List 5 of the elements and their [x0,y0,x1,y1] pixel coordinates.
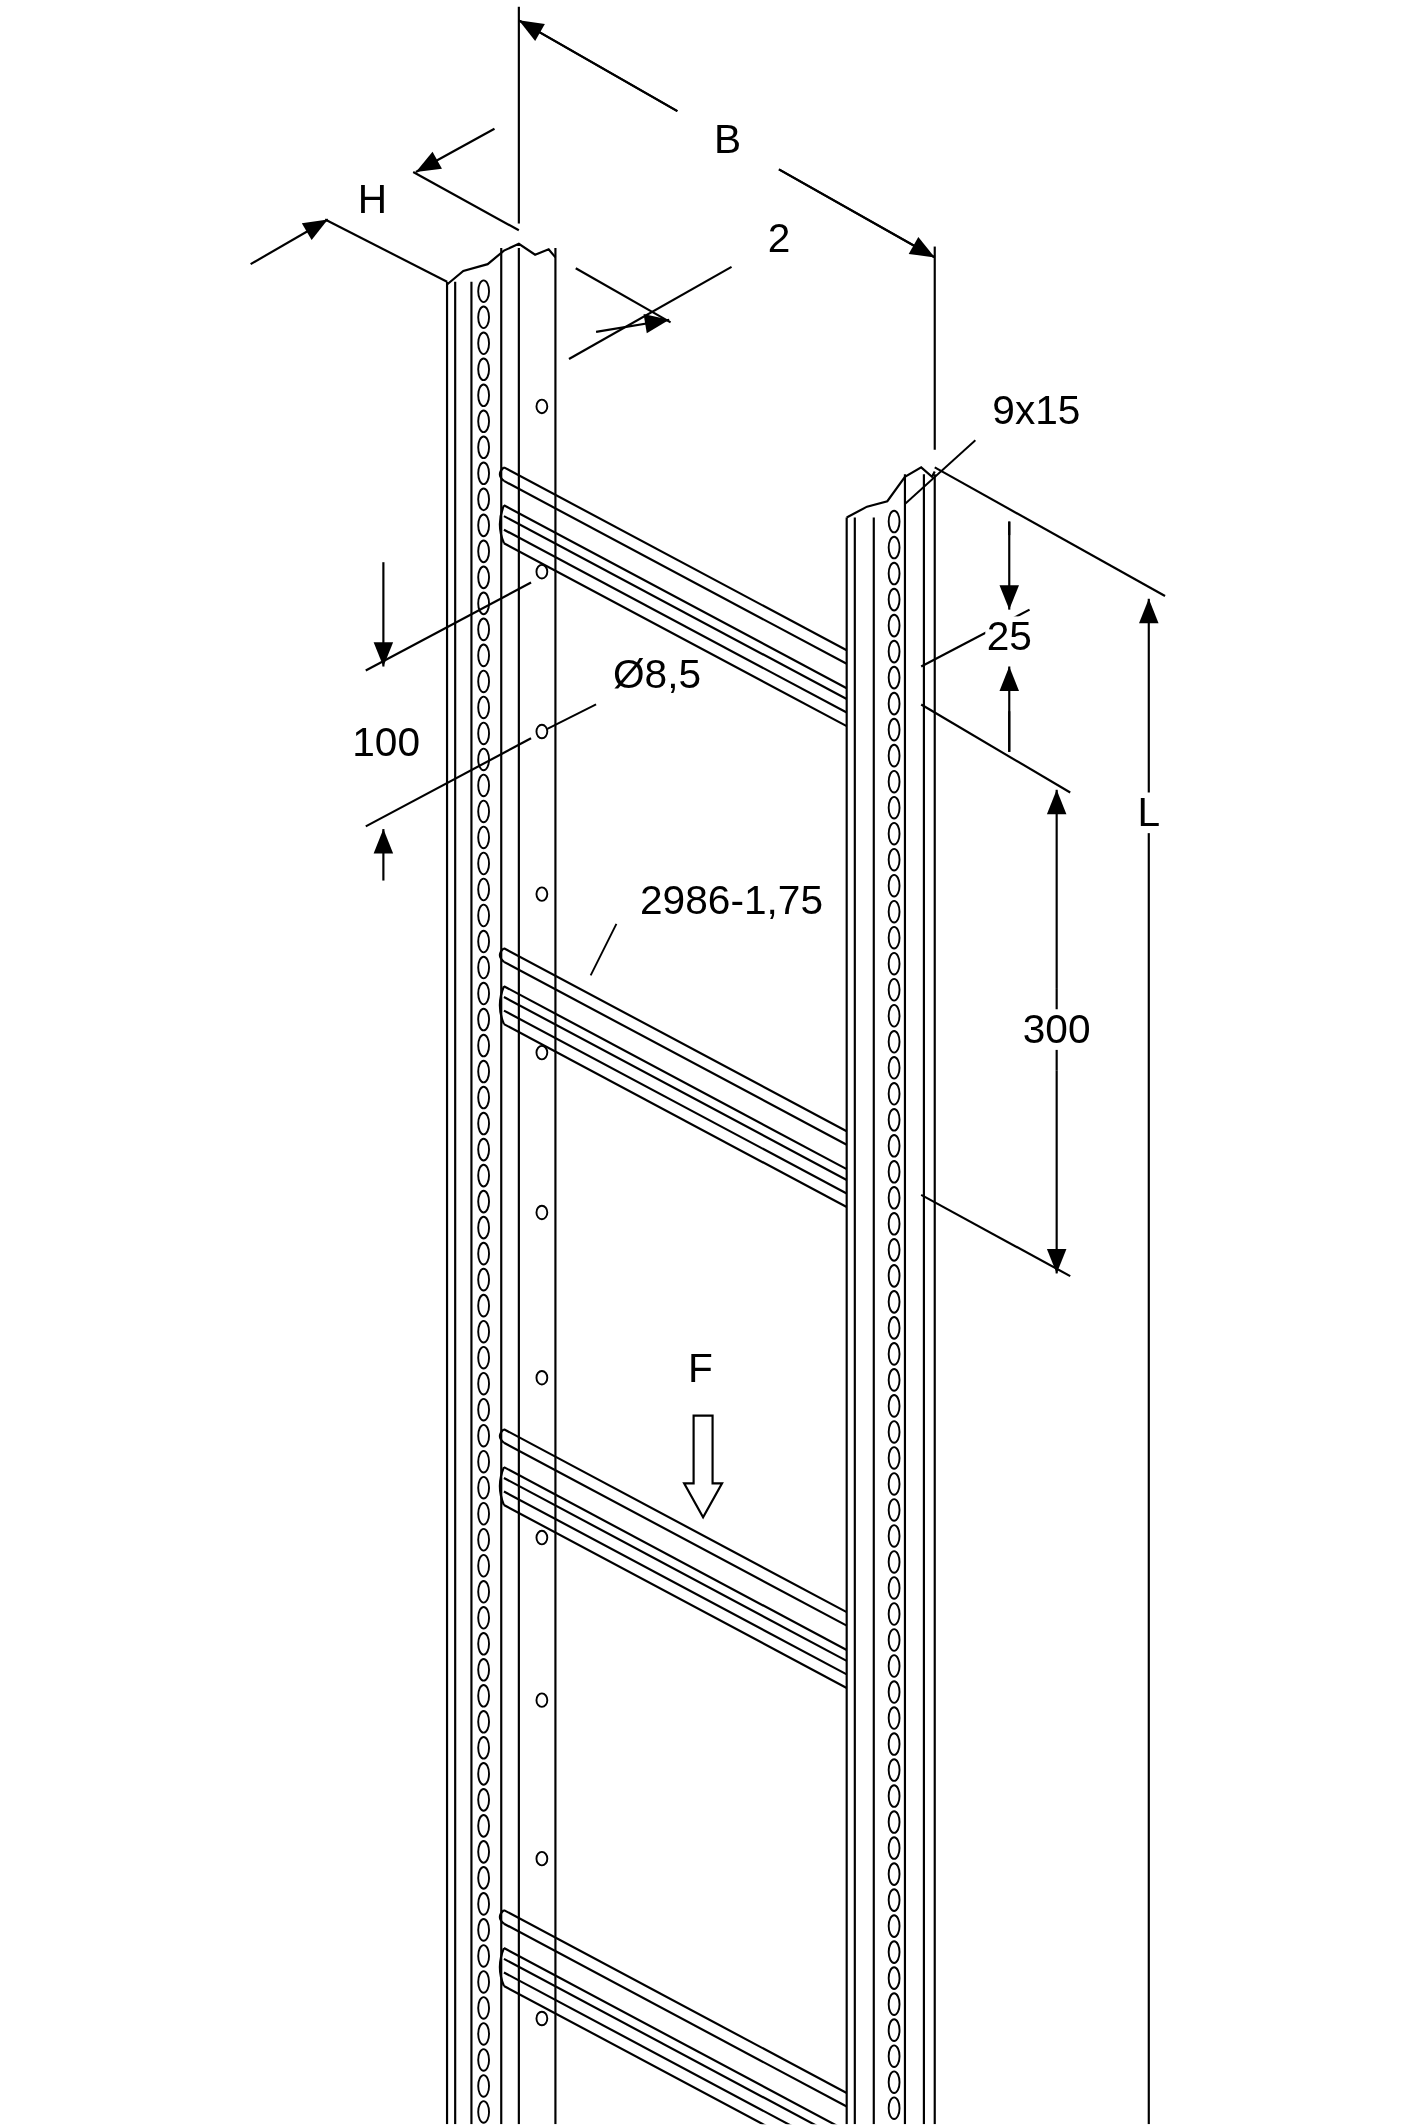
leader-line [589,922,618,977]
mounting-hole [535,723,549,740]
dimension-label: 300 [1021,1009,1092,1050]
leader-line [546,703,598,730]
leader-line [904,439,977,505]
